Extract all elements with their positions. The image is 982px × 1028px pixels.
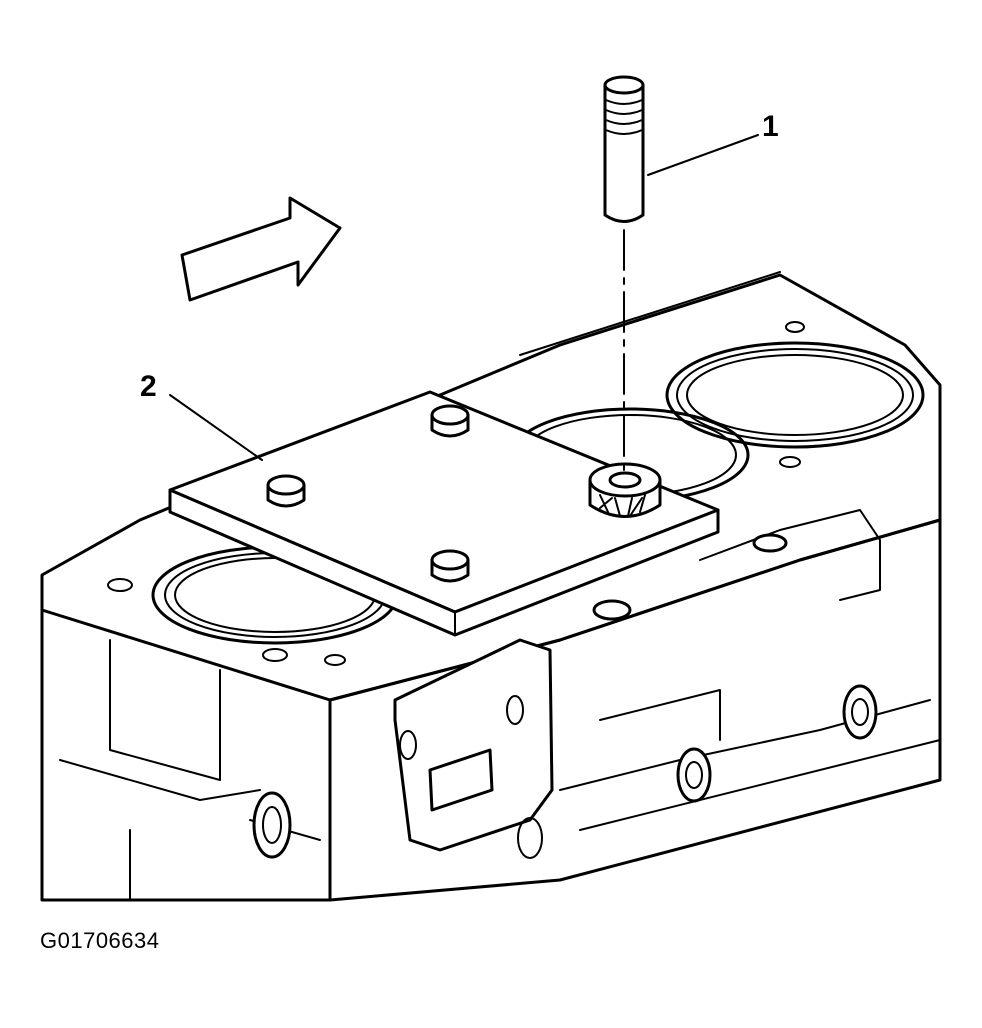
callout-number-1: 1 bbox=[762, 110, 779, 143]
fixture-plate bbox=[168, 390, 720, 637]
direction-arrow-icon bbox=[180, 196, 342, 302]
bolt-top bbox=[430, 404, 470, 438]
bolt-bottom bbox=[430, 549, 470, 583]
leader-line-2 bbox=[169, 394, 263, 461]
knurled-bushing bbox=[588, 462, 662, 518]
callout-number-2: 2 bbox=[140, 370, 157, 403]
bolt-left bbox=[266, 474, 306, 508]
plate-bolts bbox=[266, 404, 662, 583]
leader-line-1 bbox=[647, 134, 759, 176]
guide-stud bbox=[603, 75, 645, 479]
figure-id: G01706634 bbox=[40, 928, 160, 953]
